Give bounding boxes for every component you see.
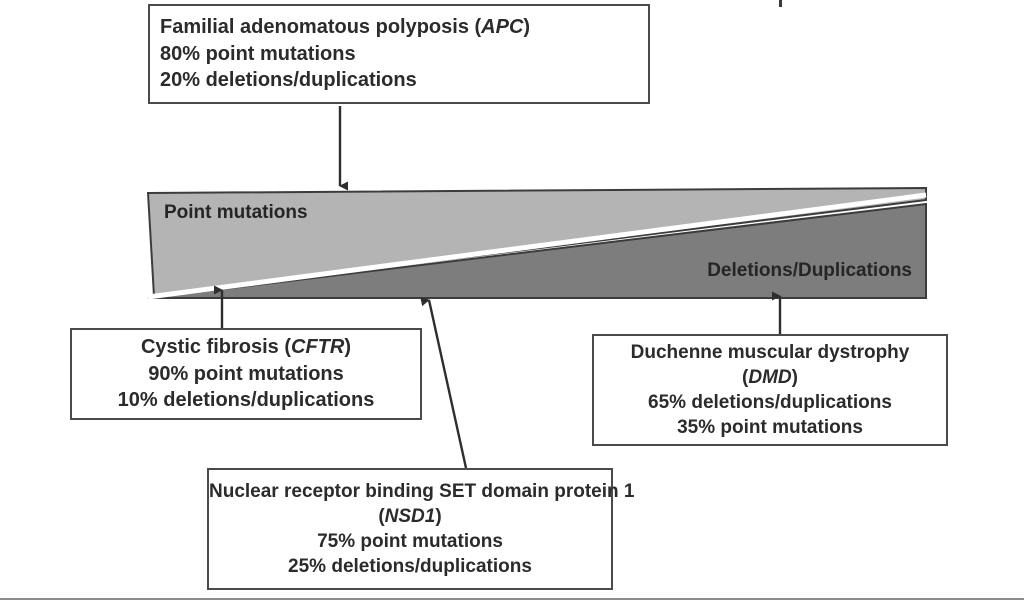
dmd-stat-point-mutations: 35% point mutations [677, 417, 863, 439]
apc-stat-point-mutations: 80% point mutations [160, 42, 356, 65]
apc-title-line: Familial adenomatous polyposis (APC) [160, 14, 638, 40]
dmd-gene-line: (DMD) [594, 365, 946, 390]
apc-gene-symbol: APC [481, 16, 524, 39]
cftr-stat-point-mutations: 90% point mutations [148, 362, 344, 385]
nsd1-title: Nuclear receptor binding SET domain prot… [209, 480, 635, 502]
cftr-stat-deletions: 10% deletions/duplications [117, 389, 375, 412]
cftr-gene-symbol: CFTR [291, 336, 345, 359]
bottom-divider-rule [0, 598, 1024, 600]
connector-nsd1-to-wedge [420, 297, 468, 469]
dmd-gene-symbol: DMD [748, 366, 792, 388]
cftr-title-prefix: Cystic fibrosis ( [140, 336, 292, 359]
dmd-stat-deletions: 65% deletions/duplications [648, 392, 892, 413]
top-crop-tick [779, 0, 782, 7]
callout-box-cftr: Cystic fibrosis (CFTR) 90% point mutatio… [70, 328, 422, 420]
cftr-title-suffix: ) [344, 336, 352, 359]
nsd1-gene-line: (NSD1) [209, 504, 611, 529]
apc-title-prefix: Familial adenomatous polyposis ( [160, 16, 482, 39]
nsd1-gene-suffix: ) [435, 505, 442, 527]
wedge-left-label: Point mutations [164, 202, 308, 223]
cftr-title-line: Cystic fibrosis (CFTR) [72, 334, 420, 360]
nsd1-stat-point-mutations: 75% point mutations [317, 531, 503, 552]
dmd-gene-prefix: ( [742, 366, 749, 388]
dmd-gene-suffix: ) [791, 366, 798, 388]
wedge-divider-band [147, 192, 927, 300]
nsd1-gene-prefix: ( [378, 505, 385, 527]
nsd1-gene-symbol: NSD1 [384, 505, 436, 527]
nsd1-stat-deletions: 25% deletions/duplications [288, 556, 532, 578]
apc-stat-deletions: 20% deletions/duplications [160, 69, 417, 92]
wedge-right-label: Deletions/Duplications [707, 260, 912, 281]
dmd-title: Duchenne muscular dystrophy [630, 341, 910, 363]
callout-box-apc: Familial adenomatous polyposis (APC) 80%… [148, 4, 650, 104]
callout-box-nsd1: Nuclear receptor binding SET domain prot… [207, 468, 635, 590]
callout-box-dmd: Duchenne muscular dystrophy (DMD) 65% de… [592, 334, 948, 446]
mutation-spectrum-wedge: Point mutations Deletions/Duplications [142, 186, 932, 306]
apc-title-suffix: ) [523, 16, 531, 39]
wedge-deletions-region [147, 202, 927, 299]
